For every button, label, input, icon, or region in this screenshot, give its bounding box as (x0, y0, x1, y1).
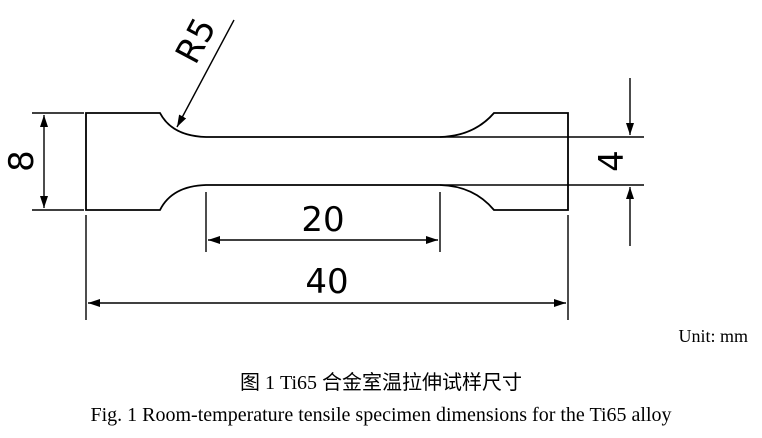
figure-caption-chinese: 图 1 Ti65 合金室温拉伸试样尺寸 (239, 372, 523, 394)
gauge-length-dimension: 20 (205, 192, 441, 252)
height-label: 8 (2, 150, 42, 172)
specimen-outline (85, 112, 569, 211)
radius-leader: R5 (168, 11, 235, 128)
unit-label: Unit: mm (678, 326, 748, 346)
gauge-label: 20 (301, 200, 344, 240)
length-label: 40 (305, 262, 348, 302)
width-dimension: 4 (440, 78, 644, 246)
width-label: 4 (592, 150, 632, 172)
figure-caption-english: Fig. 1 Room-temperature tensile specimen… (90, 404, 672, 426)
total-length-dimension: 40 (85, 215, 569, 320)
radius-label: R5 (168, 11, 225, 70)
height-dimension: 8 (2, 112, 84, 211)
